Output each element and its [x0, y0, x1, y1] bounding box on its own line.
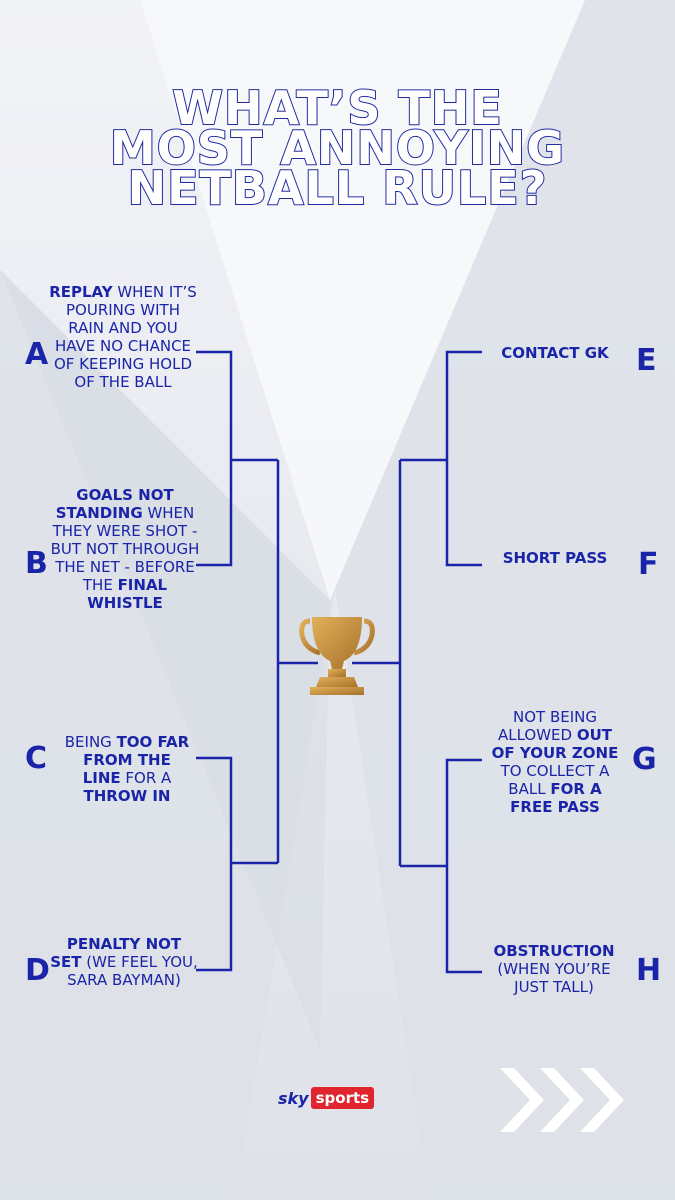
- option-c-text: BEING TOO FAR FROM THE LINE FOR A THROW …: [64, 733, 190, 805]
- trophy-icon: [299, 617, 375, 695]
- option-f-text: SHORT PASS: [502, 549, 608, 567]
- option-b-letter: B: [25, 546, 48, 581]
- option-c-letter: C: [25, 741, 48, 776]
- option-f-letter: F: [638, 547, 659, 582]
- sky-wordmark: sky: [278, 1088, 309, 1108]
- option-a-letter: A: [25, 337, 49, 372]
- option-d-text: PENALTY NOT SET (WE FEEL YOU, SARA BAYMA…: [50, 935, 198, 989]
- option-a-text: REPLAY WHEN IT’S POURING WITH RAIN AND Y…: [49, 283, 197, 391]
- title-line-1: WHAT’S THE: [171, 81, 503, 135]
- option-h-letter: H: [636, 953, 662, 988]
- title-line-2: MOST ANNOYING: [109, 121, 566, 175]
- title-line-3: NETBALL RULE?: [127, 161, 548, 215]
- sports-wordmark: sports: [310, 1087, 375, 1109]
- triple-chevron-right-icon[interactable]: [500, 1064, 634, 1136]
- option-e-letter: E: [636, 343, 657, 378]
- sky-sports-logo: sky sports: [278, 1085, 375, 1111]
- option-d-letter: D: [25, 953, 50, 988]
- option-b-text: GOALS NOT STANDING WHEN THEY WERE SHOT -…: [50, 486, 200, 612]
- option-g-text: NOT BEING ALLOWED OUT OF YOUR ZONE TO CO…: [491, 708, 619, 816]
- option-g-letter: G: [632, 742, 657, 777]
- option-e-text: CONTACT GK: [501, 344, 609, 362]
- option-h-text: OBSTRUCTION (WHEN YOU’RE JUST TALL): [493, 942, 615, 996]
- page-title: WHAT’S THE MOST ANNOYING NETBALL RULE?: [0, 81, 675, 215]
